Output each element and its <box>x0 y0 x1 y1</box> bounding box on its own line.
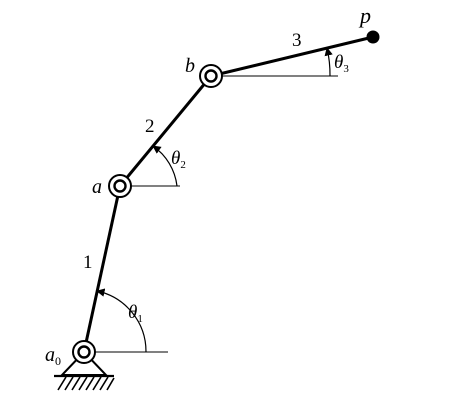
joint-label-b: b <box>185 55 195 77</box>
link-label-2: 2 <box>145 116 155 137</box>
angle-label-theta3: θ3 <box>334 52 349 75</box>
angle-label-theta2: θ2 <box>171 148 186 171</box>
link-2 <box>118 75 213 187</box>
end-point-label: p <box>358 3 371 28</box>
link-3 <box>210 35 374 78</box>
link-label-1: 1 <box>83 252 93 273</box>
angle-arc-theta1 <box>96 288 147 353</box>
joint-a <box>108 174 132 198</box>
link-label-3: 3 <box>292 30 302 51</box>
ground-hatching <box>57 376 115 391</box>
angle-arc-theta2 <box>152 145 178 187</box>
joint-label-a0: a0 <box>45 344 61 368</box>
angle-arc-theta3 <box>324 47 333 77</box>
angle-label-theta1: θ1 <box>128 302 143 325</box>
joint-a0 <box>72 340 96 364</box>
joint-b <box>199 64 223 88</box>
link-1 <box>82 185 122 353</box>
end-point-p <box>366 30 380 44</box>
joint-label-a: a <box>92 176 102 198</box>
